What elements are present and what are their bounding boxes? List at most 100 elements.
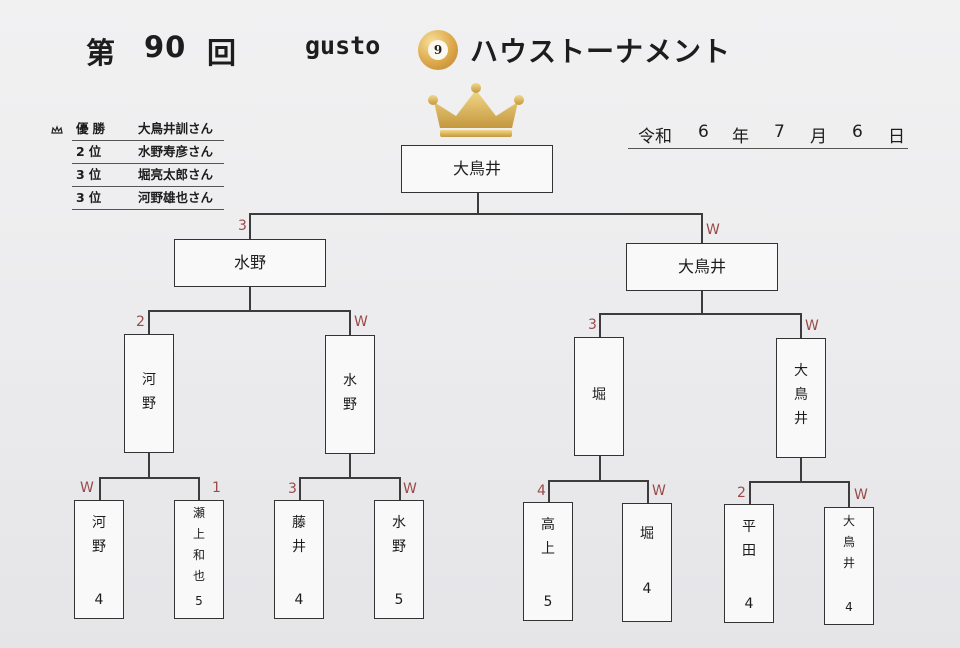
title-number: 90 xyxy=(144,30,187,64)
semi-score: W xyxy=(354,314,368,330)
result-row: 2位 水野寿彦さん xyxy=(72,141,224,164)
bracket-line xyxy=(749,481,751,504)
round1-score: 4 xyxy=(537,483,546,499)
result-row: 3位 河野雄也さん xyxy=(72,187,224,210)
bracket-line xyxy=(701,213,703,243)
player-name: 水野 xyxy=(343,373,357,413)
result-name: 水野寿彦さん xyxy=(138,144,214,159)
round1-box: 河野 4 xyxy=(74,500,124,619)
date-year: 6 xyxy=(698,122,709,142)
player-name: 水野 xyxy=(392,515,406,555)
title-kai: 回 xyxy=(207,36,238,70)
bracket-line xyxy=(749,481,849,483)
bracket-line xyxy=(599,313,601,337)
bracket-line xyxy=(148,453,150,478)
round1-score: W xyxy=(854,487,868,503)
bracket-line xyxy=(399,477,401,500)
player-name: 平田 xyxy=(742,519,756,559)
results-list: 優勝 大鳥井訓さん 2位 水野寿彦さん 3位 堀亮太郎さん 3位 河野雄也さん xyxy=(51,118,224,210)
bracket-line xyxy=(249,213,702,215)
player-handicap: 5 xyxy=(543,594,553,610)
bracket-line xyxy=(198,477,200,500)
semi-box: 大鳥井 xyxy=(776,338,826,458)
bracket-line xyxy=(349,310,351,335)
semi-score: 3 xyxy=(588,317,597,333)
round1-score: 3 xyxy=(288,481,297,497)
crown-icon xyxy=(428,83,524,137)
brand-name: gusto xyxy=(305,31,381,60)
bracket-line xyxy=(249,287,251,311)
round1-box: 堀 4 xyxy=(622,503,672,622)
player-handicap: 5 xyxy=(394,592,404,608)
player-handicap: 4 xyxy=(845,600,853,614)
round1-score: 1 xyxy=(212,480,221,496)
round1-score: W xyxy=(80,480,94,496)
champion-box: 大鳥井 xyxy=(401,145,553,193)
result-row: 優勝 大鳥井訓さん xyxy=(51,118,224,141)
result-row: 3位 堀亮太郎さん xyxy=(72,164,224,187)
bracket-line xyxy=(148,310,150,334)
tournament-name: ハウストーナメント xyxy=(470,35,732,68)
date-era: 令和 xyxy=(638,127,672,147)
player-name: 河野 xyxy=(92,515,106,555)
final-right-box: 大鳥井 xyxy=(626,243,778,291)
final-right-score: W xyxy=(706,222,720,238)
date-year-unit: 年 xyxy=(732,127,749,147)
bracket-line xyxy=(800,458,802,482)
result-name: 河野雄也さん xyxy=(138,190,214,205)
bracket-line xyxy=(349,454,351,478)
bracket-line xyxy=(99,477,101,500)
semi-box: 水野 xyxy=(325,335,375,454)
player-name: 大鳥井 xyxy=(677,257,726,276)
player-handicap: 4 xyxy=(94,592,104,608)
final-left-score: 3 xyxy=(238,218,247,234)
bracket-line xyxy=(701,291,703,314)
date-month: 7 xyxy=(774,122,785,142)
bracket-line xyxy=(548,480,550,502)
bracket-line xyxy=(548,480,648,482)
bracket-line xyxy=(800,313,802,338)
nine-ball-icon: 9 xyxy=(418,30,458,70)
player-name: 瀬上和也 xyxy=(192,506,205,583)
player-name: 高上 xyxy=(541,517,555,557)
ball-number: 9 xyxy=(428,40,448,60)
event-date: 令和 6 年 7 月 6 日 xyxy=(628,122,908,149)
bracket-line xyxy=(299,477,301,500)
round1-box: 藤井 4 xyxy=(274,500,324,619)
result-position: 3位 xyxy=(76,190,106,205)
result-name: 堀亮太郎さん xyxy=(138,167,214,182)
semi-score: 2 xyxy=(136,314,145,330)
player-handicap: 4 xyxy=(294,592,304,608)
bracket-line xyxy=(477,193,479,214)
date-month-unit: 月 xyxy=(810,127,827,147)
final-left-box: 水野 xyxy=(174,239,326,287)
round1-score: 2 xyxy=(737,485,746,501)
round1-box: 高上 5 xyxy=(523,502,573,621)
round1-box: 大鳥井 4 xyxy=(824,507,874,625)
crown-small-icon xyxy=(51,125,63,134)
date-day-unit: 日 xyxy=(888,127,905,147)
result-position: 2位 xyxy=(76,144,106,159)
semi-box: 堀 xyxy=(574,337,624,456)
player-name: 藤井 xyxy=(292,515,306,555)
round1-score: W xyxy=(403,481,417,497)
round1-score: W xyxy=(652,483,666,499)
semi-box: 河野 xyxy=(124,334,174,453)
player-name: 堀 xyxy=(640,526,654,542)
semi-score: W xyxy=(805,318,819,334)
player-handicap: 5 xyxy=(195,594,203,608)
result-position: 優勝 xyxy=(76,121,110,136)
bracket-line xyxy=(249,213,251,239)
bracket-line xyxy=(99,477,199,479)
bracket-line xyxy=(647,480,649,503)
player-name: 大鳥井 xyxy=(794,363,808,427)
bracket-line xyxy=(299,477,400,479)
title-dai: 第 xyxy=(86,36,117,70)
champion-name: 大鳥井 xyxy=(452,159,501,178)
bracket-line xyxy=(599,313,801,315)
player-handicap: 4 xyxy=(642,581,652,597)
bracket-line xyxy=(848,481,850,507)
player-name: 大鳥井 xyxy=(842,514,855,570)
date-day: 6 xyxy=(852,122,863,142)
